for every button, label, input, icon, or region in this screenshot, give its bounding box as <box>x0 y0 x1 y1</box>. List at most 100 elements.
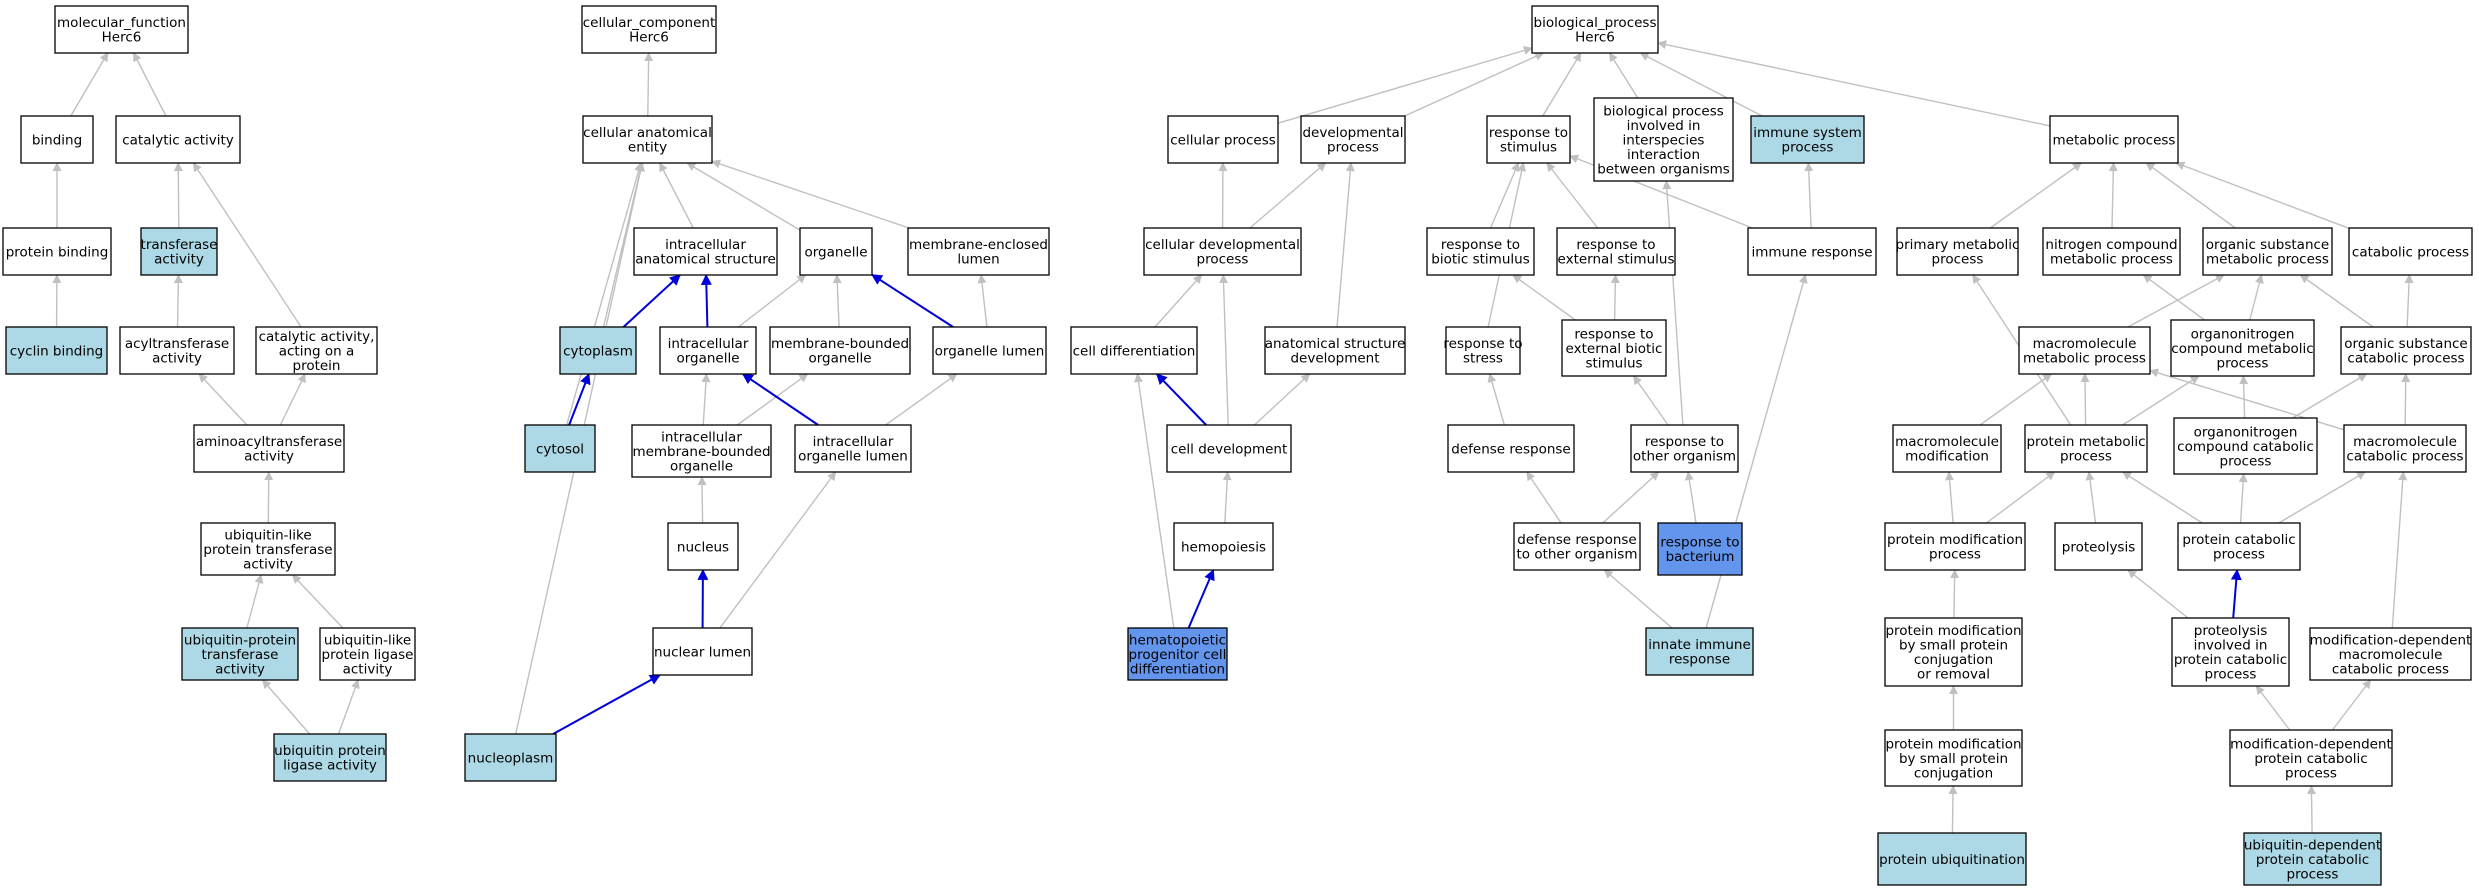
is-a-edge-orgN-cat-to-orgN-met <box>2239 375 2249 419</box>
is-a-edge-ub-dep-cat-to-mod-dep-prot <box>2307 785 2317 834</box>
go-node-label: immune system <box>1753 125 1862 141</box>
go-node-label: protein metabolic <box>2026 434 2145 450</box>
go-node-label: protein catabolic <box>2174 652 2287 668</box>
go-node-box <box>2054 522 2143 571</box>
go-node-proteolysis: proteolysis <box>2054 522 2143 571</box>
go-node-label: anatomical structure <box>1265 336 1406 352</box>
go-node-label: membrane-bounded <box>632 444 770 460</box>
go-node-label: catabolic process <box>2347 351 2464 367</box>
go-node-mod-dep-macro: modification-dependentmacromoleculecatab… <box>2309 627 2472 681</box>
go-node-label: biological_process <box>1534 15 1657 31</box>
go-node-box <box>115 115 241 164</box>
go-node-hemopoiesis: hemopoiesis <box>1173 522 1274 571</box>
go-node-label: activity <box>215 661 265 677</box>
is-a-edge-hemopoiesis-to-cell-dev <box>1222 471 1232 524</box>
go-node-label: intracellular <box>665 237 746 253</box>
go-node-label: intracellular <box>661 429 742 445</box>
is-a-edge-cat-protein-to-catalytic <box>192 162 302 328</box>
go-node-label: immune response <box>1751 244 1872 260</box>
is-a-edge-resp-bact-to-resp-other <box>1684 471 1697 524</box>
go-node-box <box>1486 115 1571 164</box>
go-node-label: macromolecule <box>2339 647 2443 663</box>
go-node-box <box>1166 424 1292 473</box>
go-node-box <box>1143 227 1302 276</box>
go-node-box <box>1747 227 1877 276</box>
go-node-label: compound metabolic <box>2171 341 2313 357</box>
go-node-label: other organism <box>1633 449 1736 465</box>
go-node-label: protein transferase <box>203 542 332 558</box>
go-node-box <box>2024 424 2148 473</box>
go-node-label: ubiquitin-like <box>324 632 411 648</box>
go-node-label: organelle <box>676 351 739 367</box>
go-node-label: entity <box>628 140 667 156</box>
go-node-label: progenitor cell <box>1129 647 1227 663</box>
go-node-box <box>1070 326 1198 375</box>
go-node-cytoplasm: cytoplasm <box>559 326 637 375</box>
go-node-prot-ubiq: protein ubiquitination <box>1877 832 2027 886</box>
is-a-edge-imbo-to-ico <box>701 373 711 426</box>
go-node-label: interaction <box>1627 147 1700 163</box>
go-node-label: protein catabolic <box>2254 751 2367 767</box>
go-node-label: intracellular <box>813 434 894 450</box>
go-node-label: external biotic <box>1566 341 1663 357</box>
go-node-label: anatomical structure <box>635 252 776 268</box>
is-a-edge-immune-sys-to-bp-root <box>1639 52 1763 117</box>
go-node-label: conjugation <box>1914 765 1993 781</box>
go-node-box <box>1300 115 1406 164</box>
go-node-label: organelle lumen <box>798 449 908 465</box>
is-a-edge-mod-dep-macro-to-macro-cat <box>2391 471 2408 629</box>
go-node-label: macromolecule <box>2033 336 2137 352</box>
go-node-box <box>1447 424 1575 473</box>
is-a-edge-cytosol-to-cae <box>566 162 643 426</box>
go-node-box <box>1561 319 1667 377</box>
go-node-label: protein catabolic <box>2256 852 2369 868</box>
go-node-label: transferase <box>202 647 279 663</box>
is-a-edge-prot-cat-to-prot-met <box>2121 471 2203 524</box>
is-a-edge-binding-to-mf-root <box>70 52 109 117</box>
go-node-box <box>1877 832 2027 886</box>
go-node-box <box>1593 97 1734 182</box>
go-node-label: catalytic activity, <box>259 329 375 345</box>
go-node-box <box>2 227 112 276</box>
go-node-box <box>2348 227 2473 276</box>
go-node-box <box>1173 522 1274 571</box>
go-node-box <box>2018 326 2151 375</box>
is-a-edge-cell-dev-to-cell-dev-proc <box>1219 274 1229 426</box>
is-a-edge-anat-dev-to-dev-process <box>1336 162 1355 328</box>
go-node-label: response to <box>1443 336 1522 352</box>
is-a-edge-prot-cat-to-orgN-cat <box>2238 473 2248 524</box>
is-a-edge-prot-met-to-orgN-met <box>2122 375 2200 426</box>
is-a-edge-nitrogen-met-to-metabolic <box>2108 162 2118 229</box>
go-node-label: aminoacyltransferase <box>196 434 342 450</box>
is-a-edge-cell-diff-to-cell-dev-proc <box>1154 274 1203 328</box>
edge-layer <box>52 40 2414 834</box>
go-node-box <box>319 627 416 681</box>
go-node-label: modification-dependent <box>2230 736 2392 752</box>
is-a-edge-prot-ubiq-to-pm-small-conj <box>1948 785 1958 834</box>
is-a-edge-def-other-to-defense <box>1526 471 1562 524</box>
go-node-label: macromolecule <box>2353 434 2457 450</box>
go-node-label: hematopoietic <box>1129 632 1226 648</box>
go-node-cellular-process: cellular process <box>1167 115 1279 164</box>
is-a-edge-orgN-met-to-org-sub-met <box>2249 274 2264 321</box>
is-a-edge-catalytic-to-mf-root <box>132 52 167 117</box>
